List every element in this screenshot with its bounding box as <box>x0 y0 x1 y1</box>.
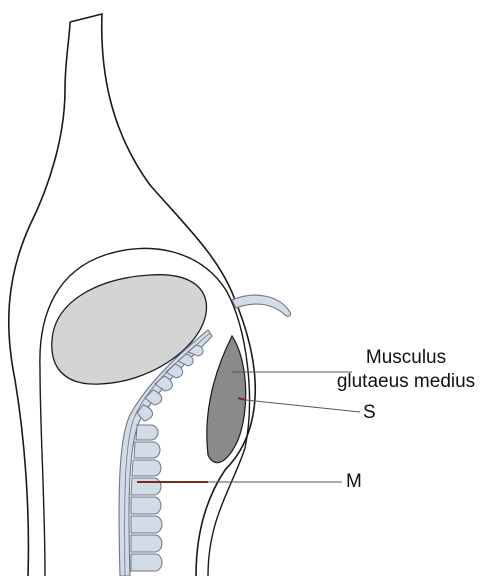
m-label: M <box>346 470 362 494</box>
inner-outline-left <box>40 368 45 576</box>
s-label: S <box>363 401 376 425</box>
grey-oval <box>52 275 207 384</box>
muscle-label: Musculus glutaeus medius <box>326 346 486 394</box>
vertebrae-segments <box>131 345 203 571</box>
body-outline-left <box>9 22 70 576</box>
muscle-label-line2: glutaeus medius <box>326 370 486 394</box>
s-leader-line <box>246 400 360 412</box>
muscle-label-line1: Musculus <box>326 346 486 370</box>
